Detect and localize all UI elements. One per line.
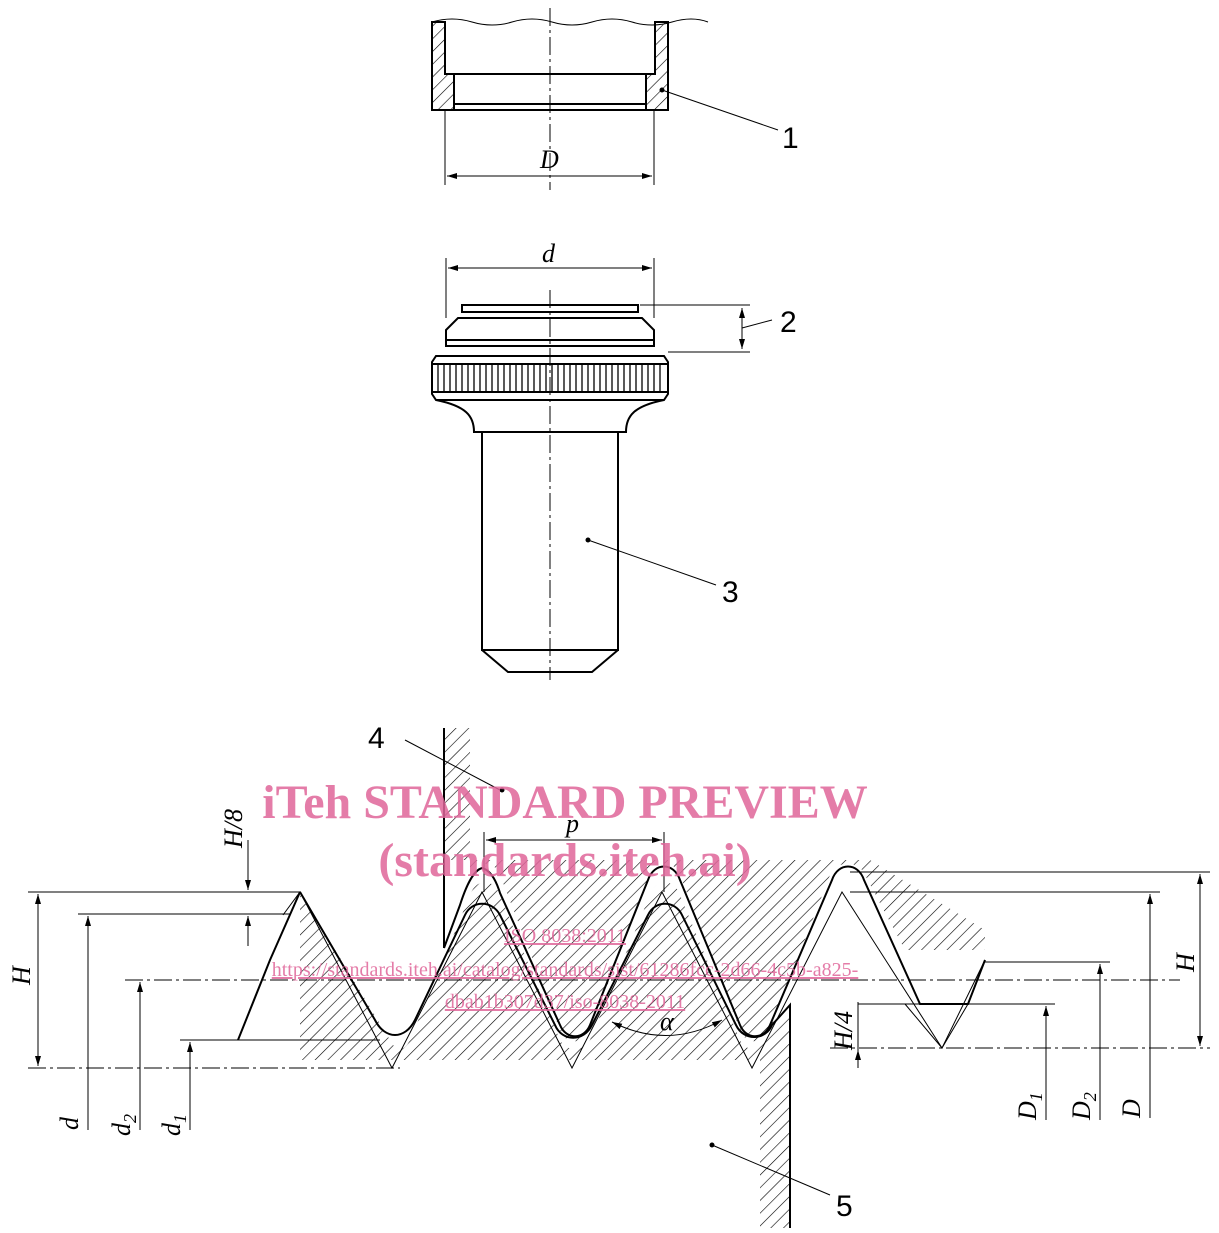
dim-d2: d2 — [107, 1114, 140, 1136]
ring-gauge — [431, 8, 709, 190]
dim-D1: D1 — [1013, 1092, 1046, 1121]
ring-wall-right — [645, 21, 669, 111]
watermark-line1: iTeh STANDARD PREVIEW — [262, 776, 867, 829]
callout-1: 1 — [782, 122, 799, 155]
ring-wall-left — [431, 21, 455, 111]
dim-d-top: d — [542, 239, 556, 268]
dim-H-right: H — [1171, 952, 1200, 973]
dim-alpha: α — [660, 1007, 675, 1036]
dim-D-right: D — [1117, 1099, 1146, 1119]
callout-3: 3 — [722, 576, 739, 609]
watermark-line5[interactable]: dbab1b307d37/iso-8038-2011 — [445, 991, 685, 1013]
dim-D-top: D — [539, 145, 559, 174]
watermark-line4[interactable]: https://standards.iteh.ai/catalog/standa… — [272, 959, 859, 981]
dim-D2: D2 — [1067, 1092, 1100, 1121]
watermark-line3[interactable]: ISO 8038:2011 — [504, 925, 626, 947]
callout-4: 4 — [368, 722, 385, 755]
dim-H8: H/8 — [219, 809, 248, 849]
dim-H4: H/4 — [829, 1011, 858, 1051]
dim-p: p — [564, 809, 579, 838]
callout-5: 5 — [836, 1190, 853, 1223]
watermark-line2: (standards.iteh.ai) — [378, 834, 751, 887]
internal-thread-body — [444, 728, 985, 1042]
dim-d-left: d — [55, 1116, 84, 1130]
external-thread-body — [300, 882, 790, 1228]
dim-d1: d1 — [157, 1114, 190, 1136]
dim-H-left: H — [7, 965, 36, 986]
watermark: iTeh STANDARD PREVIEW (standards.iteh.ai… — [262, 776, 867, 1013]
knurling — [437, 364, 661, 392]
plug-gauge — [431, 290, 669, 680]
callout-2: 2 — [780, 306, 797, 339]
